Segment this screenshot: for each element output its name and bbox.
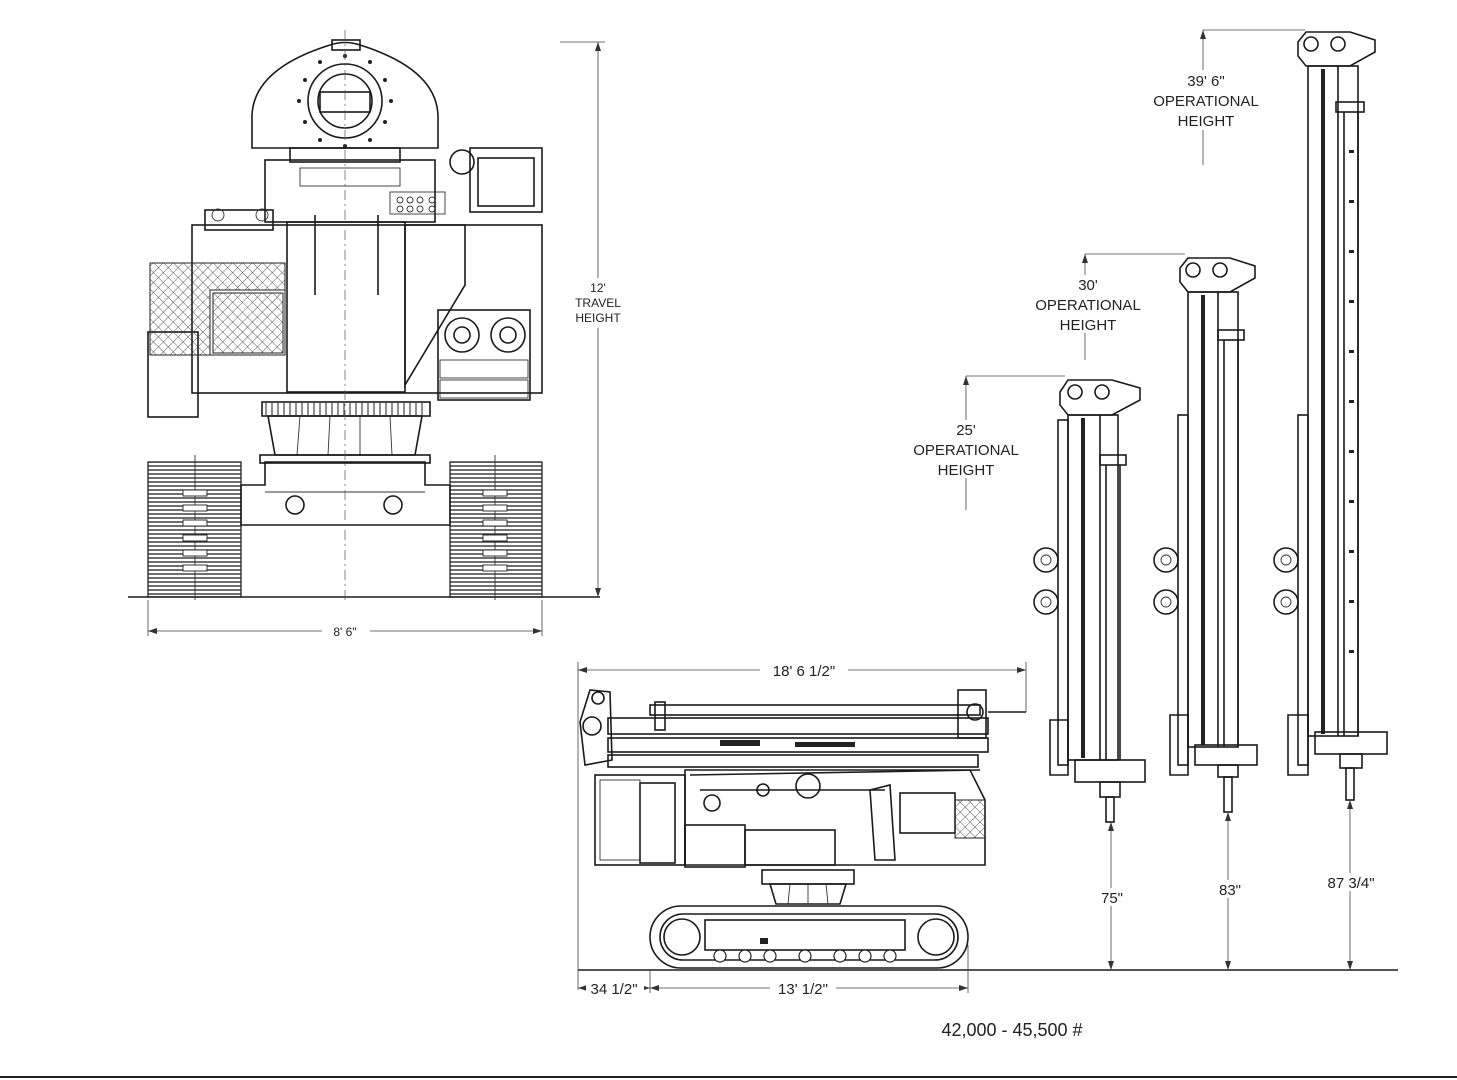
width-label: 8' 6" [333, 625, 356, 639]
mast-30-base-label: 83" [1219, 882, 1241, 899]
side-view: 18' 6 1/2" 34 1/2" 13' 1/2" [577, 660, 1398, 998]
track-length-label: 13' 1/2" [778, 981, 828, 998]
width-dimension: 8' 6" [147, 600, 543, 640]
front-overhang-label: 34 1/2" [590, 981, 637, 998]
mast-25ft: 25' OPERATIONAL HEIGHT 75" [905, 375, 1146, 970]
mast-39-height-line3: HEIGHT [1178, 113, 1235, 130]
weight-label: 42,000 - 45,500 # [941, 1020, 1082, 1040]
mast-39-base-label: 87 3/4" [1327, 875, 1374, 892]
mast-30-height-line3: HEIGHT [1060, 317, 1117, 334]
mast-25-base-label: 75" [1101, 890, 1123, 907]
track-dimensions: 34 1/2" 13' 1/2" [578, 945, 969, 998]
mast-30-height-line2: OPERATIONAL [1035, 297, 1141, 314]
mast-25-height-line3: HEIGHT [938, 462, 995, 479]
crawler-track-side [649, 905, 969, 969]
mast-39-height-line1: 39' 6" [1187, 73, 1224, 90]
travel-height-line2: TRAVEL [575, 296, 621, 310]
mast-39-height-line2: OPERATIONAL [1153, 93, 1259, 110]
mast-25-height-line2: OPERATIONAL [913, 442, 1019, 459]
front-view: 12' TRAVEL HEIGHT 8' 6" [128, 30, 628, 640]
mast-39ft: 39' 6" OPERATIONAL HEIGHT 87 3/4" [1140, 29, 1388, 970]
left-track-front [147, 461, 242, 598]
mast-30ft: 30' OPERATIONAL HEIGHT 83" [1025, 253, 1258, 970]
right-track-front [449, 461, 543, 598]
mast-30-height-line1: 30' [1078, 277, 1098, 294]
travel-height-line3: HEIGHT [575, 311, 621, 325]
overall-length-label: 18' 6 1/2" [773, 663, 835, 680]
travel-height-dimension: 12' TRAVEL HEIGHT [560, 41, 628, 597]
overall-length-dimension: 18' 6 1/2" [577, 660, 1027, 990]
mast-25-height-line1: 25' [956, 422, 976, 439]
travel-height-line1: 12' [590, 281, 606, 295]
